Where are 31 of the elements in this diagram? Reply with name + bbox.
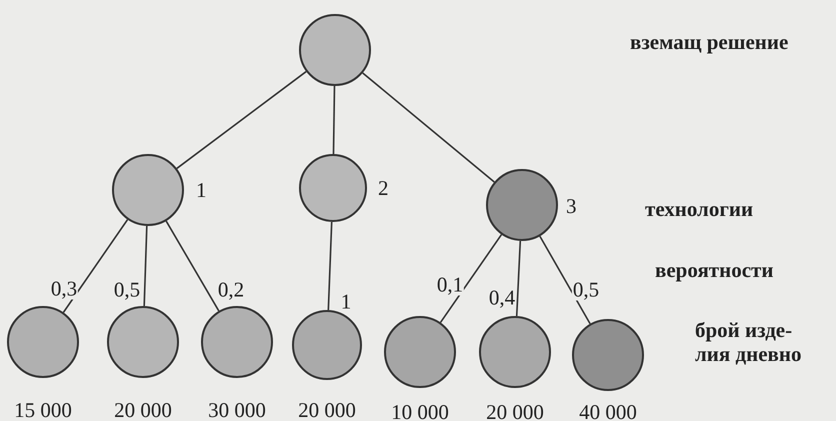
value-label: 20 000 xyxy=(486,402,544,421)
connector-line xyxy=(143,226,148,306)
connector-line xyxy=(328,222,332,310)
edge-label: 0,5 xyxy=(112,280,142,300)
edge-label: 0,2 xyxy=(216,280,246,300)
connector-line xyxy=(176,70,307,170)
connector-line xyxy=(62,219,128,313)
level-label: брой изде- лия дневно xyxy=(695,318,802,366)
value-label: 10 000 xyxy=(391,402,449,421)
connector-line xyxy=(166,220,220,312)
level-label: технологии xyxy=(645,197,754,222)
value-label: 40 000 xyxy=(579,402,637,421)
connector-line xyxy=(332,86,336,154)
edge-label: 0,3 xyxy=(50,278,78,300)
value-label: 30 000 xyxy=(208,400,266,421)
option-number: 2 xyxy=(378,178,388,199)
option-number: 1 xyxy=(196,180,206,201)
level-label: вземащ решение xyxy=(630,30,790,54)
edge-label: 1 xyxy=(340,292,352,312)
edge-label: 0,5 xyxy=(572,280,600,300)
connector-line xyxy=(539,236,591,324)
value-label: 20 000 xyxy=(114,400,172,421)
value-label: 15 000 xyxy=(14,400,72,421)
connector-line xyxy=(362,72,495,183)
connector-line xyxy=(440,234,502,323)
edge-label: 0,1 xyxy=(436,274,464,296)
edge-label: 0,4 xyxy=(488,288,516,308)
option-number: 3 xyxy=(566,196,576,217)
level-label: вероятности xyxy=(655,258,774,282)
connector-line xyxy=(516,240,522,316)
value-label: 20 000 xyxy=(298,400,356,421)
